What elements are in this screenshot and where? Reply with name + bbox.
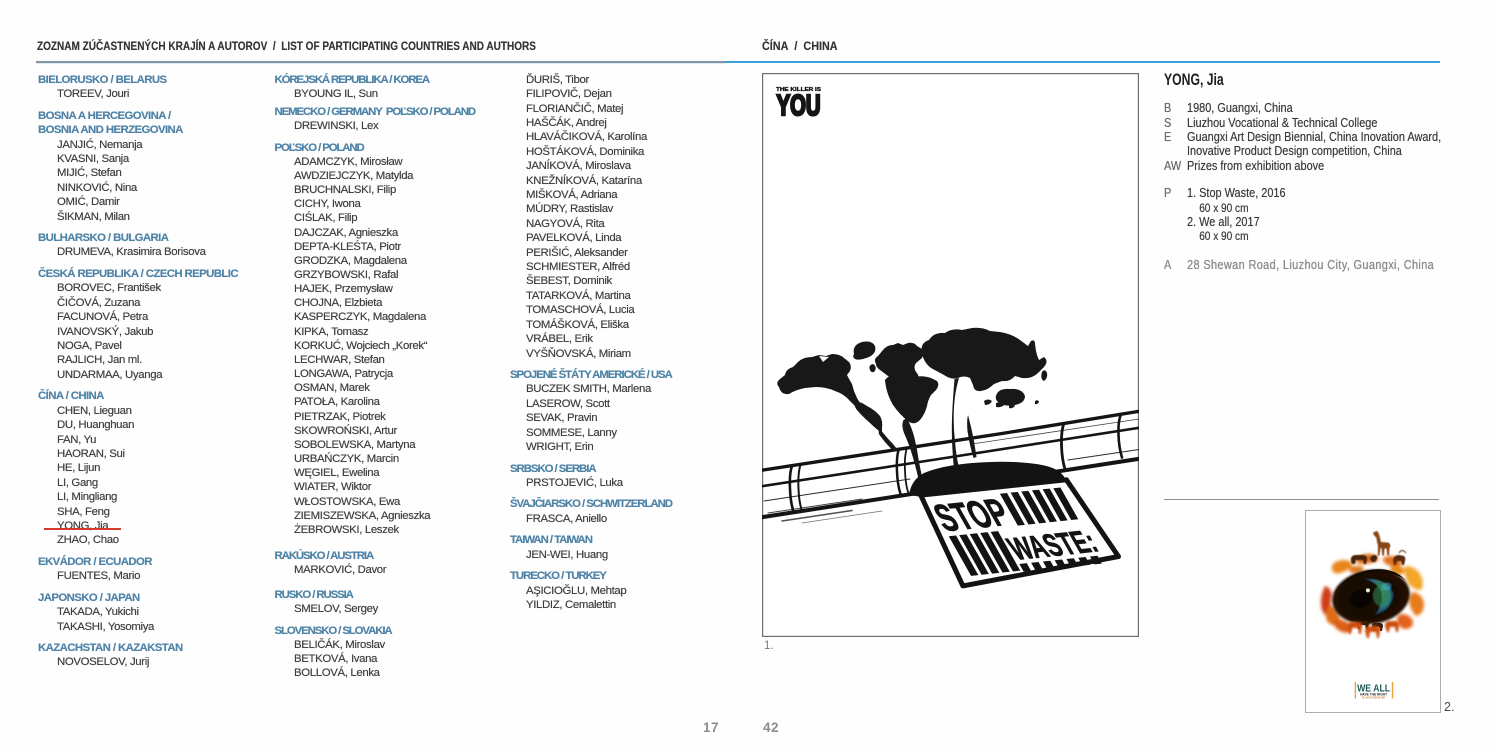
svg-text:YOU: YOU (777, 90, 821, 122)
svg-text:TO LIVE ON THIS PLANET: TO LIVE ON THIS PLANET (1362, 696, 1386, 699)
svg-text:WE ALL: WE ALL (1357, 683, 1390, 694)
svg-text:HAVE THE RIGHT: HAVE THE RIGHT (1360, 691, 1387, 696)
svg-text:THE KILLER IS: THE KILLER IS (776, 87, 821, 93)
